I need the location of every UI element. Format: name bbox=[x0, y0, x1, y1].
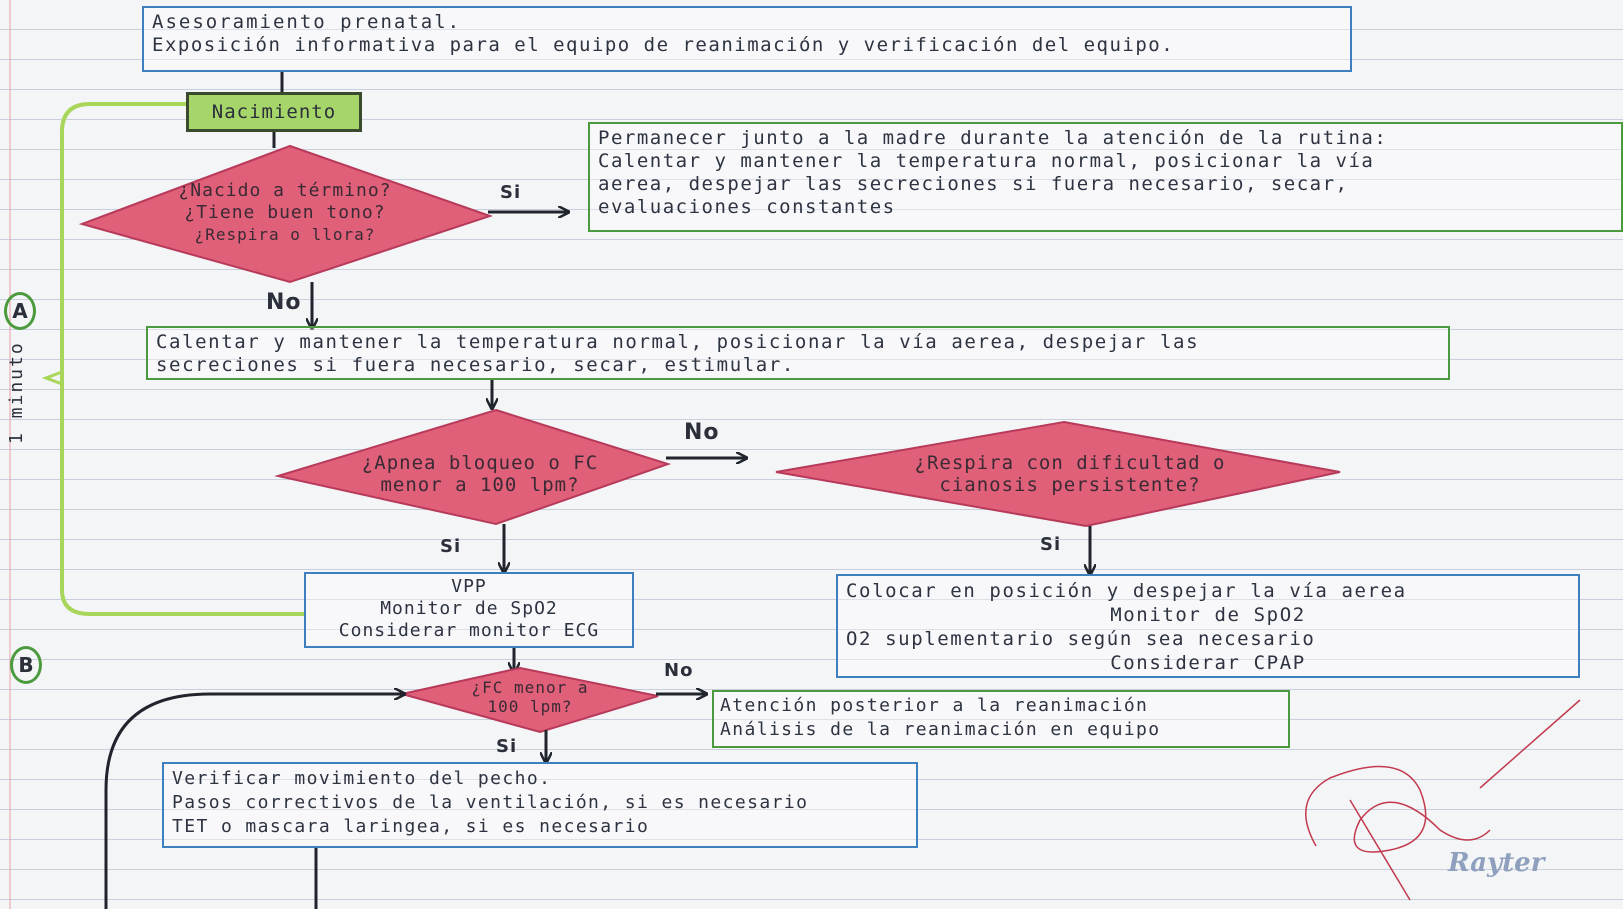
posterior-line1: Atención posterior a la reanimación bbox=[720, 695, 1149, 716]
position-airway-box: Colocar en posición y despejar la vía ae… bbox=[836, 574, 1580, 678]
verificar-line2: Pasos correctivos de la ventilación, si … bbox=[172, 792, 809, 813]
signature bbox=[1305, 699, 1581, 901]
loop-back-arrow bbox=[104, 694, 404, 909]
verificar-line3: TET o mascara laringea, si es necesario bbox=[172, 816, 650, 837]
vpp-line1: VPP bbox=[451, 576, 487, 597]
prenatal-line2: Exposición informativa para el equipo de… bbox=[152, 34, 1175, 56]
diamond2-line1: ¿Apnea bloqueo o FC bbox=[361, 452, 599, 474]
posterior-line2: Análisis de la reanimación en equipo bbox=[720, 719, 1161, 740]
diamond-term-tone-breath bbox=[78, 144, 494, 284]
vpp-line3: Considerar monitor ECG bbox=[338, 620, 600, 641]
circle-a-marker: A bbox=[4, 292, 36, 330]
label-si-1: Si bbox=[500, 182, 522, 203]
routine-line1: Permanecer junto a la madre durante la a… bbox=[598, 127, 1388, 149]
vpp-box: VPP Monitor de SpO2 Considerar monitor E… bbox=[304, 572, 634, 648]
routine-line3: aerea, despejar las secreciones si fuera… bbox=[598, 173, 1349, 195]
label-no-1: No bbox=[266, 290, 302, 315]
routine-line2: Calentar y mantener la temperatura norma… bbox=[598, 150, 1375, 172]
diamond-apnea bbox=[274, 408, 672, 526]
prenatal-line1: Asesoramiento prenatal. bbox=[152, 11, 462, 33]
colocar-line4: Considerar CPAP bbox=[1110, 652, 1306, 674]
diamond2-text: ¿Apnea bloqueo o FC menor a 100 lpm? bbox=[330, 452, 630, 496]
one-minute-bracket bbox=[60, 102, 306, 616]
warm-stimulate-box: Calentar y mantener la temperatura norma… bbox=[146, 326, 1450, 380]
rayter-watermark: Rayter bbox=[1448, 848, 1545, 878]
diamond1-line1: ¿Nacido a término? bbox=[178, 180, 392, 201]
routine-line4: evaluaciones constantes bbox=[598, 196, 896, 218]
diamond4-line1: ¿FC menor a bbox=[471, 678, 589, 697]
diamond4-text: ¿FC menor a 100 lpm? bbox=[430, 678, 630, 716]
verificar-line1: Verificar movimiento del pecho. bbox=[172, 768, 552, 789]
prenatal-box: Asesoramiento prenatal. Exposición infor… bbox=[142, 6, 1352, 72]
colocar-line1: Colocar en posición y despejar la vía ae… bbox=[846, 580, 1407, 602]
diamond3-text: ¿Respira con dificultad o cianosis persi… bbox=[860, 452, 1280, 496]
diamond1-line2: ¿Tiene buen tono? bbox=[184, 202, 386, 223]
diamond3-line2: cianosis persistente? bbox=[939, 474, 1201, 496]
colocar-line3: O2 suplementario según sea necesario bbox=[846, 628, 1316, 650]
diamond1-text: ¿Nacido a término? ¿Tiene buen tono? ¿Re… bbox=[170, 180, 400, 246]
colocar-line2: Monitor de SpO2 bbox=[1110, 604, 1306, 626]
diamond1-line3: ¿Respira o llora? bbox=[194, 225, 376, 244]
routine-care-box: Permanecer junto a la madre durante la a… bbox=[588, 122, 1623, 232]
nacimiento-box: Nacimiento bbox=[186, 92, 362, 132]
label-si-3: Si bbox=[1040, 534, 1062, 555]
diamond3-line1: ¿Respira con dificultad o bbox=[914, 452, 1226, 474]
diamond4-line2: 100 lpm? bbox=[487, 697, 573, 716]
diamond2-line2: menor a 100 lpm? bbox=[380, 474, 580, 496]
one-minute-label: 1 minuto bbox=[6, 341, 27, 444]
label-no-2: No bbox=[684, 420, 720, 445]
vpp-line2: Monitor de SpO2 bbox=[380, 598, 558, 619]
step2-line2: secreciones si fuera necesario, secar, e… bbox=[156, 354, 795, 376]
circle-b-marker: B bbox=[10, 646, 42, 684]
label-si-4: Si bbox=[496, 736, 518, 757]
label-si-2: Si bbox=[440, 536, 462, 557]
label-no-3: No bbox=[664, 660, 694, 681]
diamond-breathing-difficulty bbox=[775, 420, 1341, 528]
diamond-fc-100 bbox=[401, 666, 659, 734]
step2-line1: Calentar y mantener la temperatura norma… bbox=[156, 331, 1200, 353]
verify-chest-box: Verificar movimiento del pecho. Pasos co… bbox=[162, 762, 918, 848]
bracket-tick bbox=[41, 370, 63, 386]
post-resuscitation-box: Atención posterior a la reanimación Anál… bbox=[712, 690, 1290, 748]
